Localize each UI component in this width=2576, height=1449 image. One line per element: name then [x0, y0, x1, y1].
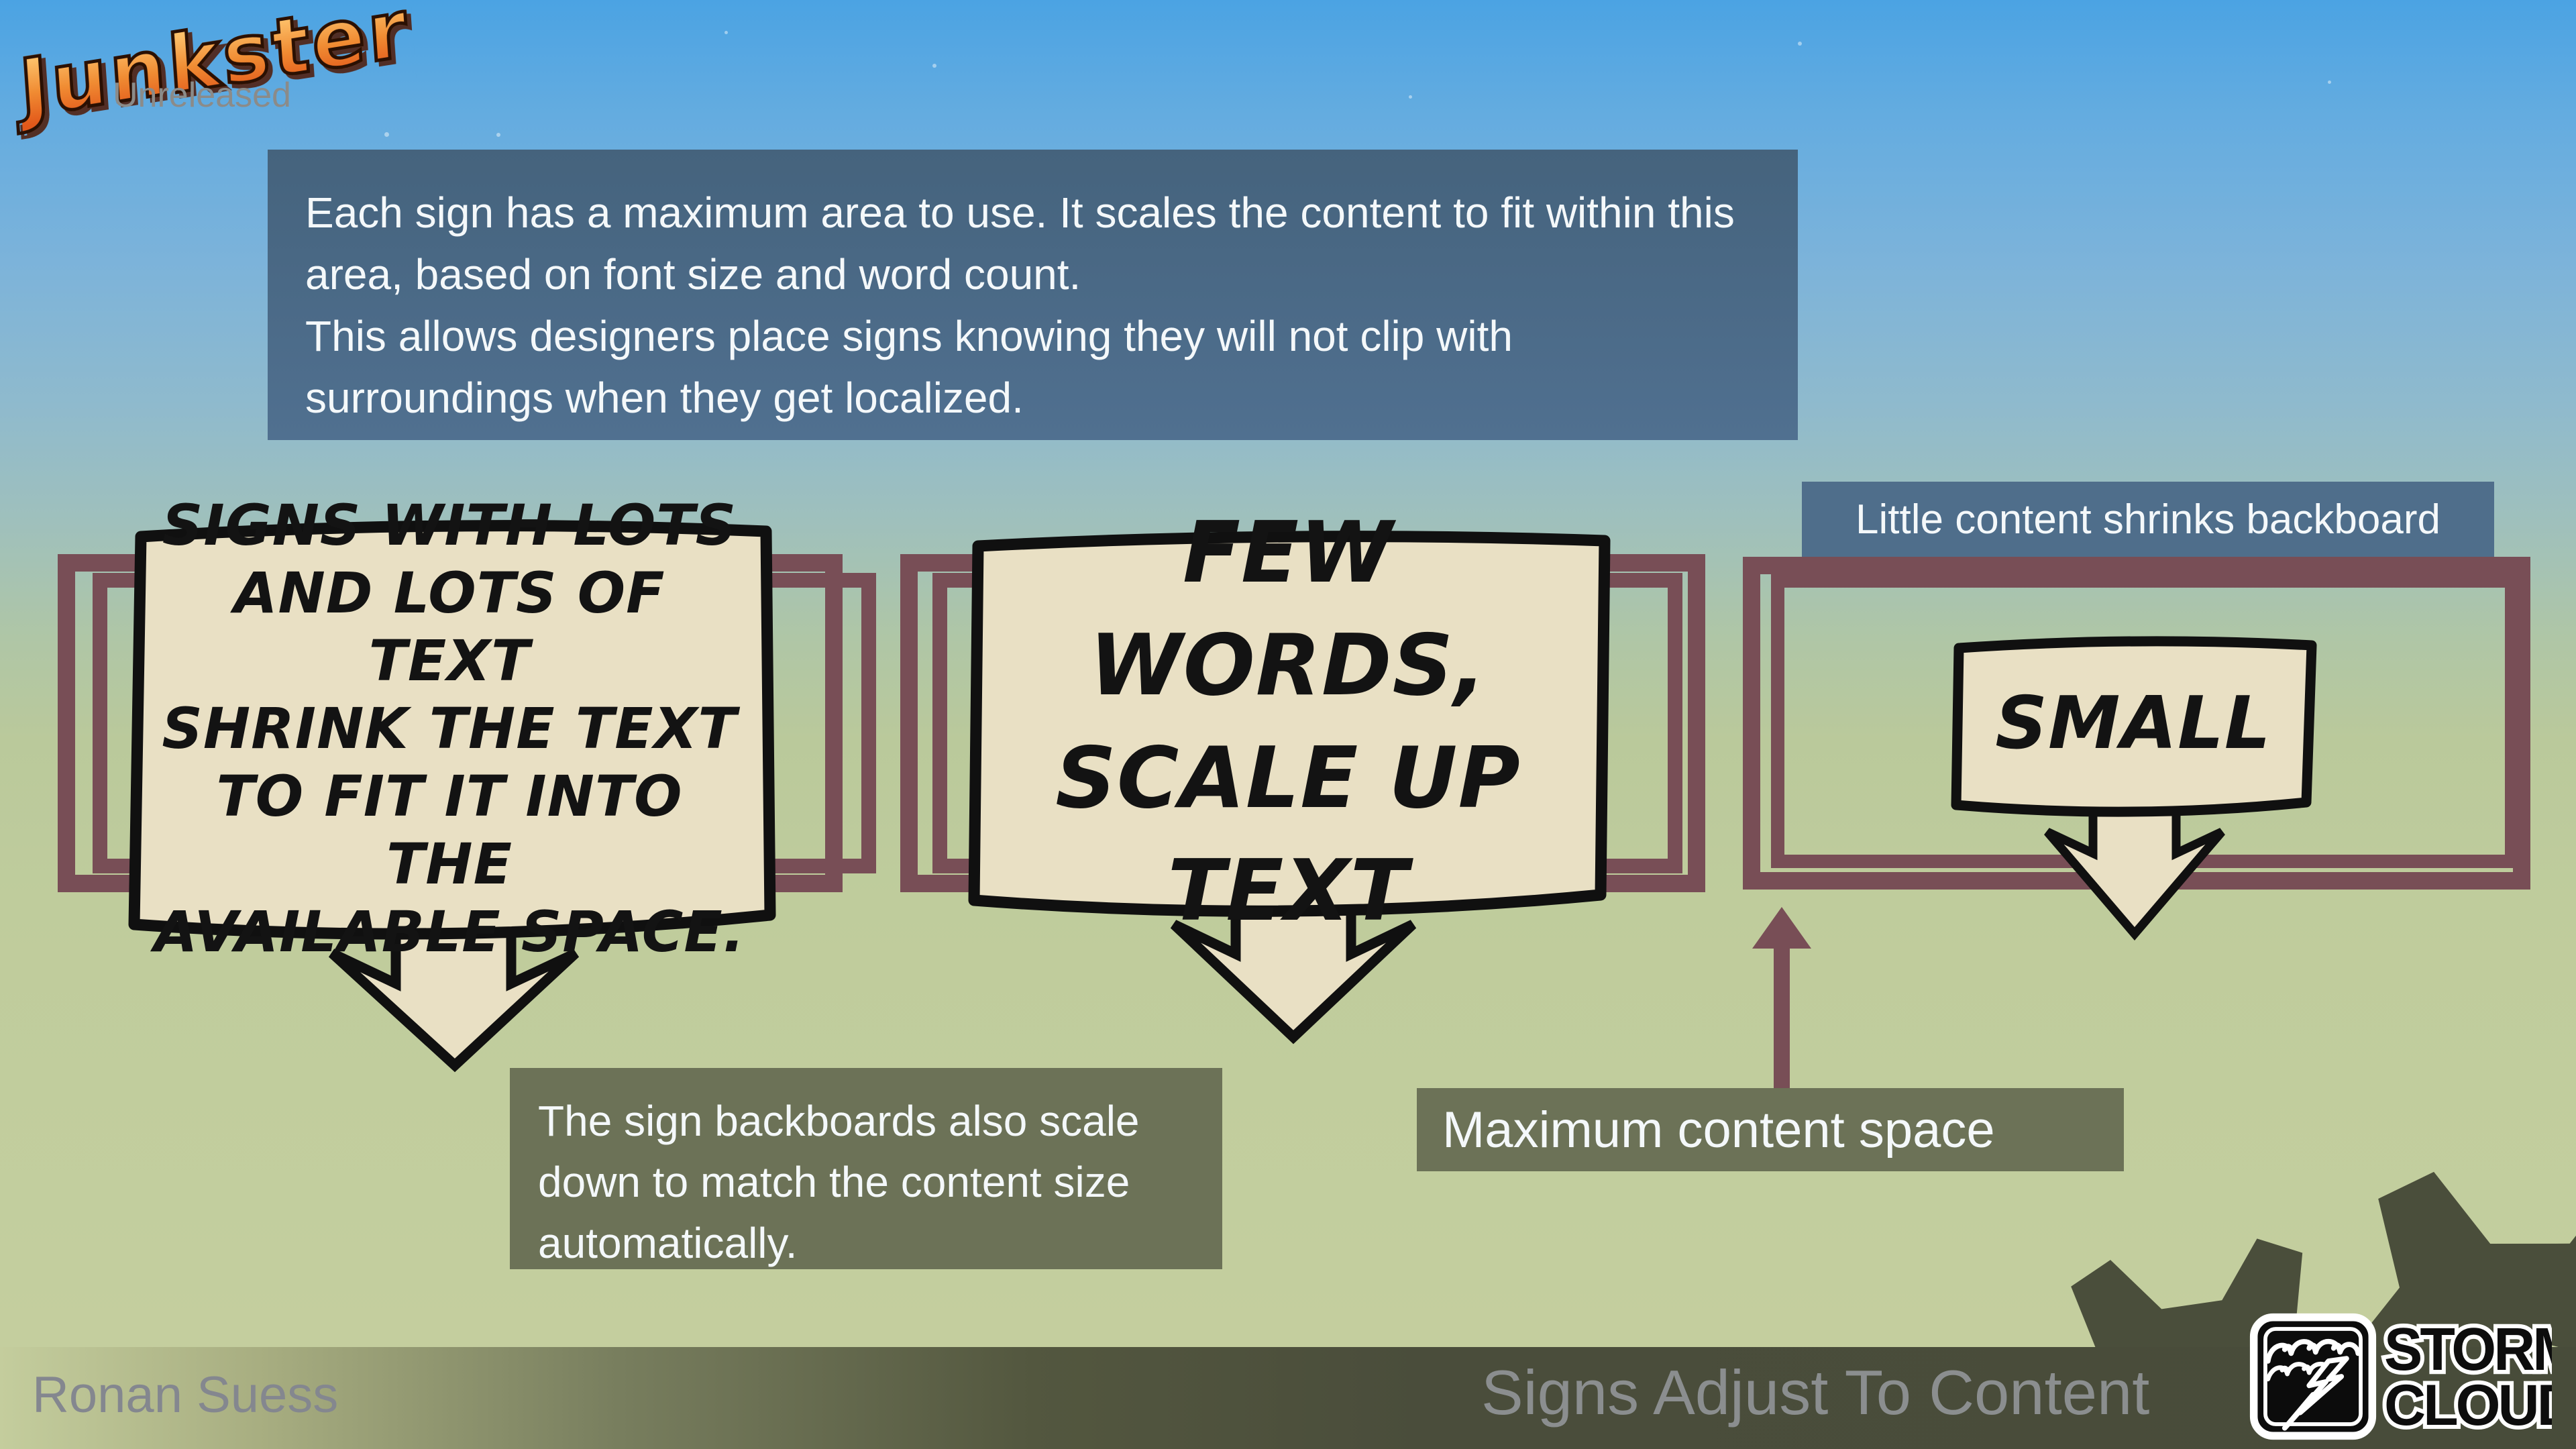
sign-board-small: [1951, 636, 2317, 941]
author-name: Ronan Suess: [32, 1366, 339, 1424]
sign-backboard: [128, 520, 776, 940]
sign-board-lots-of-text: [128, 520, 776, 1073]
logo-status-label: Unreleased: [113, 76, 291, 115]
sign-board-few-words: [968, 531, 1611, 1044]
sky-speck: [1798, 42, 1802, 46]
sky-speck: [2328, 80, 2331, 84]
storm-text: STORM: [2384, 1315, 2552, 1383]
max-space-frame-right-inner: [1771, 574, 2518, 868]
up-arrow-icon: [1752, 907, 1811, 1091]
sky-speck: [1409, 95, 1412, 99]
sky-speck: [384, 132, 389, 137]
cloud-text: CLOUD: [2384, 1373, 2552, 1438]
little-content-label: Little content shrinks backboard: [1802, 482, 2494, 557]
footer-bar: [0, 1347, 2576, 1449]
sky-speck: [496, 133, 500, 137]
backboards-note: The sign backboards also scale down to m…: [510, 1068, 1222, 1269]
slide-title: Signs Adjust To Content: [1481, 1357, 2150, 1428]
storm-cloud-logo: STORM CLOUD: [2249, 1312, 2552, 1441]
sky-speck: [724, 31, 728, 34]
explanation-box: Each sign has a maximum area to use. It …: [268, 150, 1798, 440]
sign-backboard: [968, 531, 1611, 917]
sign-text-lots: SIGNS WITH LOTS AND LOTS OF TEXT SHRINK …: [154, 492, 744, 965]
sign-text-few: FEW WORDS, SCALE UP TEXT: [1055, 503, 1521, 940]
max-space-label: Maximum content space: [1417, 1088, 2124, 1171]
sign-text-small: SMALL: [1995, 681, 2271, 765]
storm-cloud-icon: [2249, 1313, 2377, 1440]
storm-cloud-wordmark: STORM CLOUD: [2380, 1312, 2552, 1441]
sky-speck: [932, 64, 936, 68]
sign-backboard: [1951, 636, 2317, 817]
